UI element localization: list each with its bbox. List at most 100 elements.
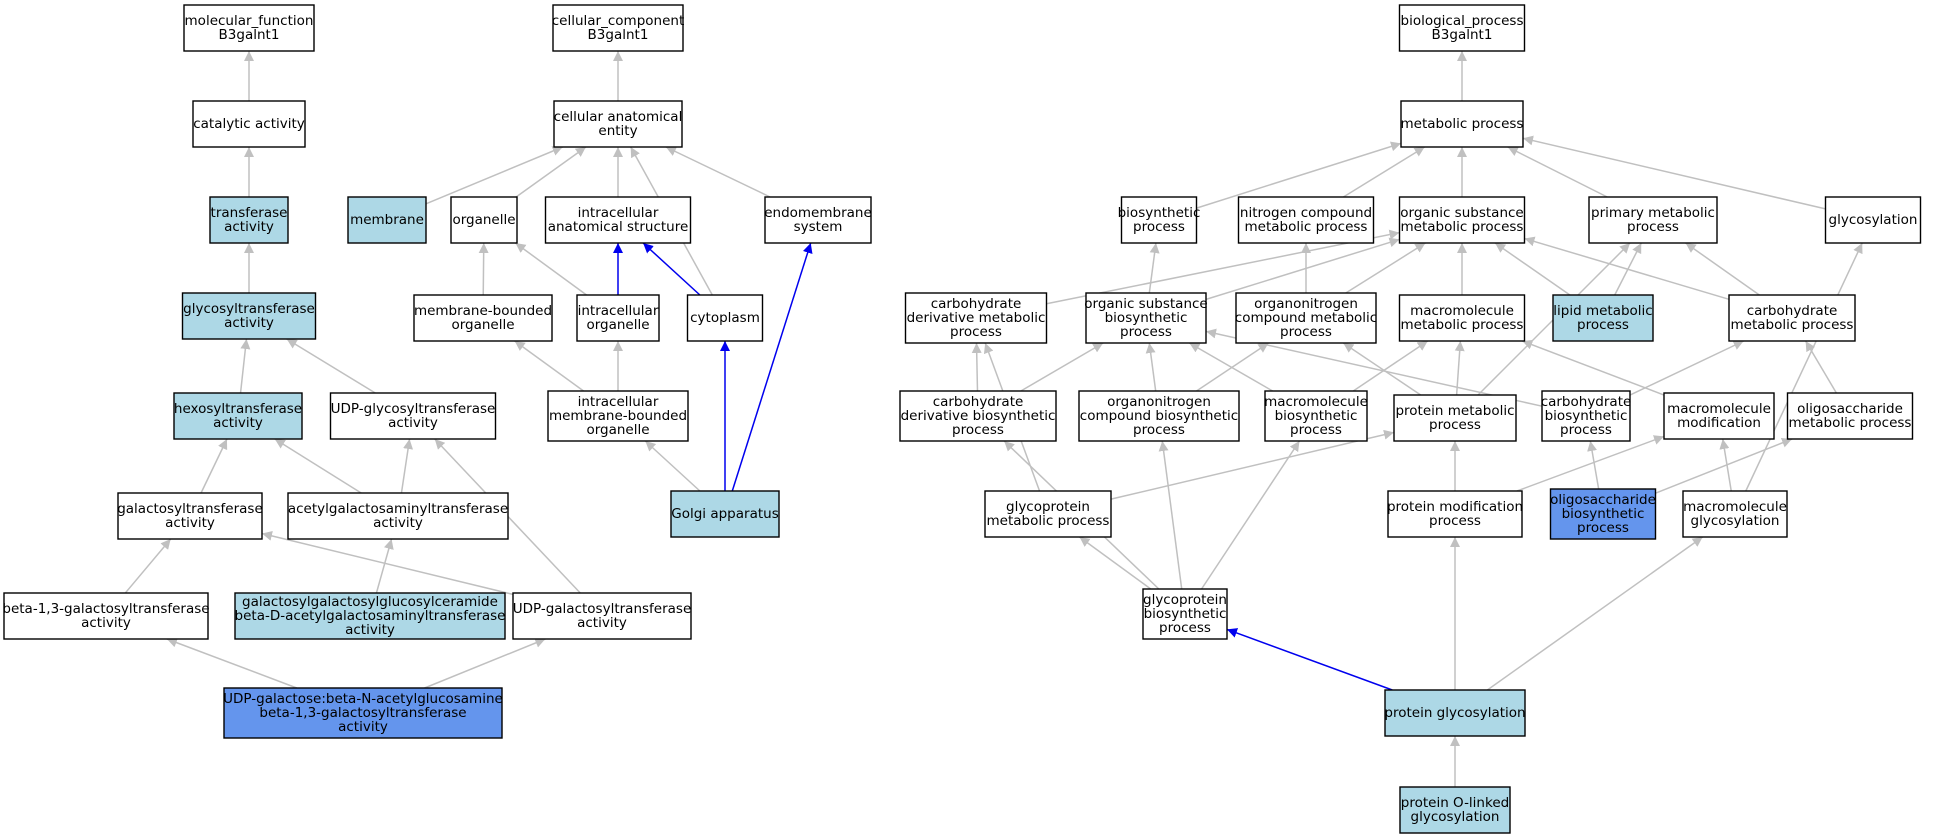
node-box[interactable] xyxy=(544,196,692,244)
node-box[interactable] xyxy=(413,294,553,342)
node-box[interactable] xyxy=(1398,196,1526,244)
node-mem[interactable]: membrane xyxy=(347,196,427,244)
node-box[interactable] xyxy=(450,196,518,244)
node-box[interactable] xyxy=(1786,392,1914,440)
node-box[interactable] xyxy=(1663,392,1775,440)
node-box[interactable] xyxy=(576,294,660,342)
node-box[interactable] xyxy=(1078,390,1240,442)
node-box[interactable] xyxy=(1384,689,1526,737)
node-box[interactable] xyxy=(1728,294,1856,342)
node-box[interactable] xyxy=(1235,292,1377,344)
node-box[interactable] xyxy=(209,196,289,244)
node-galgal[interactable]: galactosylgalactosylglucosylceramidebeta… xyxy=(234,592,506,640)
node-box[interactable] xyxy=(686,294,764,342)
node-box[interactable] xyxy=(223,687,503,739)
node-box[interactable] xyxy=(347,196,427,244)
node-box[interactable] xyxy=(1682,490,1788,538)
node-box[interactable] xyxy=(1387,490,1523,538)
node-box[interactable] xyxy=(3,592,209,640)
node-box[interactable] xyxy=(904,292,1048,344)
node-box[interactable] xyxy=(1393,394,1517,442)
node-pglyc[interactable]: protein glycosylation xyxy=(1384,689,1526,737)
node-glyc[interactable]: glycosylation xyxy=(1824,196,1922,244)
node-box[interactable] xyxy=(553,100,683,148)
node-box[interactable] xyxy=(183,4,315,52)
node-udpgalb[interactable]: UDP-galactose:beta-N-acetylglucosaminebe… xyxy=(223,687,503,739)
node-box[interactable] xyxy=(1588,196,1718,244)
node-box[interactable] xyxy=(1549,488,1657,540)
node-box[interactable] xyxy=(512,592,692,640)
node-box[interactable] xyxy=(764,196,872,244)
node-box[interactable] xyxy=(117,492,263,540)
node-box[interactable] xyxy=(192,100,306,148)
node-met[interactable]: metabolic process xyxy=(1400,100,1524,148)
node-cat[interactable]: catalytic activity xyxy=(192,100,306,148)
node-box[interactable] xyxy=(1552,294,1654,342)
node-box[interactable] xyxy=(984,490,1112,538)
node-box[interactable] xyxy=(287,492,509,540)
node-box[interactable] xyxy=(899,390,1057,442)
node-box[interactable] xyxy=(547,390,689,442)
node-box[interactable] xyxy=(1142,588,1228,640)
node-box[interactable] xyxy=(173,392,303,440)
node-box[interactable] xyxy=(552,4,684,52)
node-box[interactable] xyxy=(1824,196,1922,244)
node-cyto[interactable]: cytoplasm xyxy=(686,294,764,342)
node-box[interactable] xyxy=(329,392,497,440)
node-box[interactable] xyxy=(1264,390,1368,442)
node-box[interactable] xyxy=(1541,390,1631,442)
node-box[interactable] xyxy=(1400,100,1524,148)
node-box[interactable] xyxy=(1085,292,1207,344)
node-box[interactable] xyxy=(1398,294,1526,342)
node-box[interactable] xyxy=(234,592,506,640)
node-box[interactable] xyxy=(181,292,317,340)
node-org[interactable]: organelle xyxy=(450,196,518,244)
node-box[interactable] xyxy=(670,490,780,538)
node-box[interactable] xyxy=(1237,196,1375,244)
node-box[interactable] xyxy=(1120,196,1198,244)
node-box[interactable] xyxy=(1399,786,1511,834)
node-golgi[interactable]: Golgi apparatus xyxy=(670,490,780,538)
node-box[interactable] xyxy=(1398,4,1526,52)
